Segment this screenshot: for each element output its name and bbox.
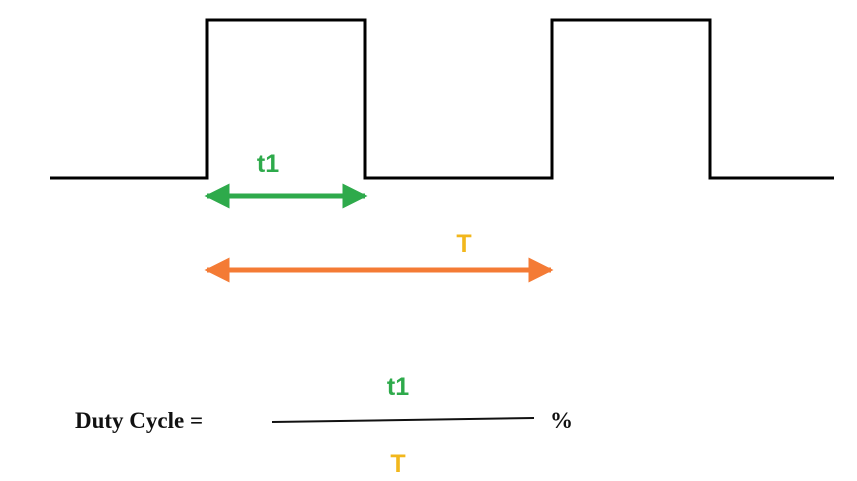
duty-cycle-formula-lhs: Duty Cycle = [75,408,203,433]
square-wave-signal [50,18,834,180]
period-label: T [456,230,471,258]
fraction-bar [271,417,535,423]
formula-denominator: T [390,450,405,478]
formula-percent-sign: % [550,408,573,433]
formula-numerator: t1 [387,373,409,401]
pulse-width-label: t1 [257,150,279,178]
